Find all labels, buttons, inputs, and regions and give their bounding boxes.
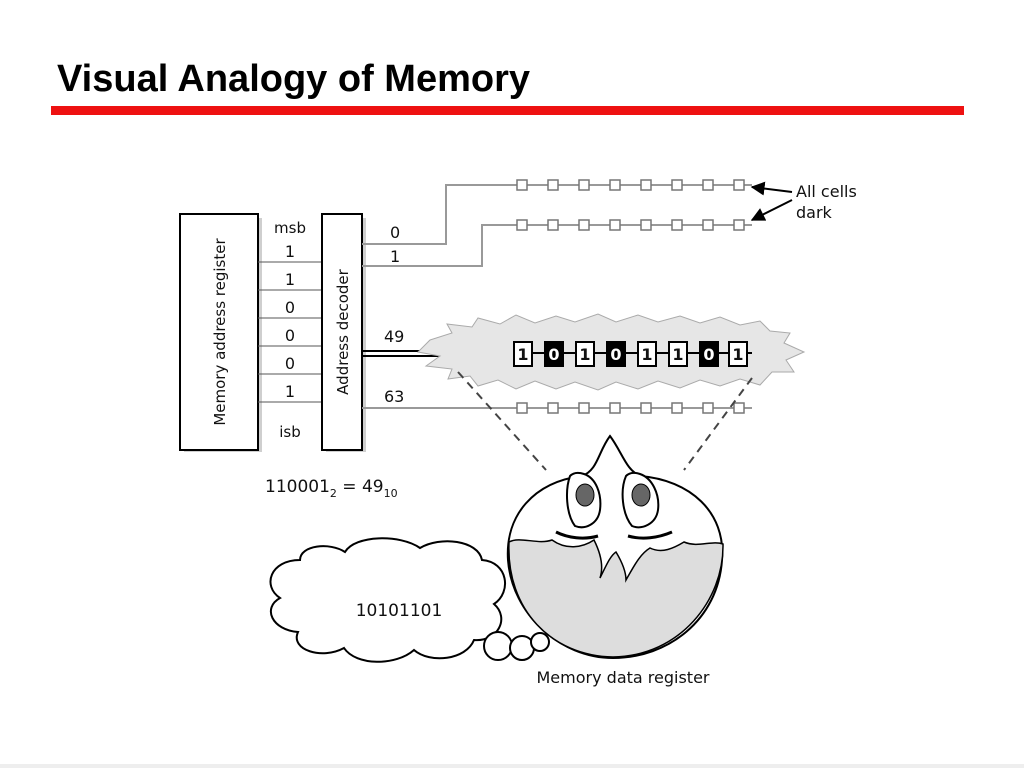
memory-cell: [609, 402, 621, 414]
footer-divider: [0, 764, 1024, 768]
right-pupil: [631, 483, 651, 507]
memory-cell: [609, 179, 621, 191]
cloud-shape: [269, 537, 506, 663]
memory-cell: [547, 402, 559, 414]
memory-cell: [671, 402, 683, 414]
title-underline: [51, 106, 964, 115]
memory-cell: [702, 402, 714, 414]
equation-base-to: 10: [384, 487, 398, 500]
data-register-label: Memory data register: [537, 668, 710, 687]
arrow-icon: [750, 199, 793, 221]
projection-lines: [457, 371, 753, 471]
memory-address-register: Memory address register: [179, 213, 262, 452]
word-line-1: [362, 224, 515, 267]
data-cell: [728, 341, 748, 367]
data-bit: 1: [517, 345, 528, 364]
memory-cell: [640, 402, 652, 414]
memory-cell: [671, 179, 683, 191]
memory-cell: [547, 179, 559, 191]
memory-data-register-character: Memory data register: [506, 434, 724, 687]
memory-word-row-1: [515, 219, 752, 231]
data-bit: 1: [672, 345, 683, 364]
memory-cell: [733, 219, 745, 231]
data-bit: 0: [610, 345, 621, 364]
memory-word-row-0: [515, 179, 752, 191]
address-bit: 1: [285, 242, 295, 261]
data-bit: 0: [703, 345, 714, 364]
head-lower-fill: [508, 538, 724, 658]
memory-word-row-63: [515, 402, 752, 414]
memory-cell: [702, 219, 714, 231]
data-cell: [606, 341, 626, 367]
memory-cell: [547, 219, 559, 231]
thought-bubble: [483, 631, 513, 661]
memory-cell: [578, 402, 590, 414]
equation-binary: 110001: [265, 477, 330, 497]
data-cell: [575, 341, 595, 367]
memory-cell: [733, 179, 745, 191]
memory-cell: [578, 179, 590, 191]
register-box: [179, 213, 259, 451]
data-cell: [668, 341, 688, 367]
data-cell: [544, 341, 564, 367]
data-bit: 0: [548, 345, 559, 364]
address-decoder: Address decoder: [321, 213, 366, 452]
memory-cell: [640, 219, 652, 231]
lsb-label: isb: [279, 423, 301, 441]
memory-cell: [516, 219, 528, 231]
equation-base-from: 2: [330, 487, 337, 500]
output-label-1: 1: [390, 247, 400, 266]
data-cell: [513, 341, 533, 367]
memory-cell: [640, 179, 652, 191]
projection-line-right: [683, 377, 753, 471]
word-line-0: [362, 184, 515, 245]
selected-word: 1 0 1 0 1 1 0 1: [416, 313, 806, 391]
projection-line-left: [457, 371, 547, 471]
equation-equals: =: [337, 477, 362, 497]
address-bit: 0: [285, 298, 295, 317]
address-equation: 1100012 = 4910: [265, 477, 398, 500]
address-bit: 1: [285, 270, 295, 289]
decoder-outputs: 0 1 49 63: [362, 184, 515, 409]
address-bits: msb 1 1 0 0 0 1 isb: [258, 219, 322, 441]
data-bit: 1: [641, 345, 652, 364]
callout-line-2: dark: [796, 203, 833, 222]
memory-cell: [609, 219, 621, 231]
msb-label: msb: [274, 219, 306, 237]
memory-cell: [733, 402, 745, 414]
data-bit: 1: [579, 345, 590, 364]
memory-cell: [516, 179, 528, 191]
thought-bubble: [530, 632, 550, 652]
memory-cell: [516, 402, 528, 414]
slide-title: Visual Analogy of Memory: [57, 58, 530, 100]
output-label-63: 63: [384, 387, 404, 406]
left-pupil: [575, 483, 595, 507]
register-label: Memory address register: [211, 238, 229, 426]
callout-line-1: All cells: [796, 182, 857, 201]
address-bit: 0: [285, 326, 295, 345]
thought-cloud: 10101101: [269, 537, 550, 663]
address-bit: 1: [285, 382, 295, 401]
data-cell: [637, 341, 657, 367]
equation-decimal: 49: [362, 477, 384, 497]
output-label-0: 0: [390, 223, 400, 242]
memory-cell: [671, 219, 683, 231]
thought-value: 10101101: [356, 601, 443, 621]
decoder-box: [321, 213, 363, 451]
memory-cell: [702, 179, 714, 191]
right-eyelid: [627, 530, 673, 540]
left-eyelid: [555, 530, 599, 540]
output-label-49: 49: [384, 327, 404, 346]
address-bit: 0: [285, 354, 295, 373]
data-cell: [699, 341, 719, 367]
decoder-label: Address decoder: [334, 268, 352, 394]
data-bit: 1: [732, 345, 743, 364]
all-cells-dark-callout: All cells dark: [750, 181, 857, 222]
arrow-icon: [750, 181, 793, 196]
memory-cell: [578, 219, 590, 231]
